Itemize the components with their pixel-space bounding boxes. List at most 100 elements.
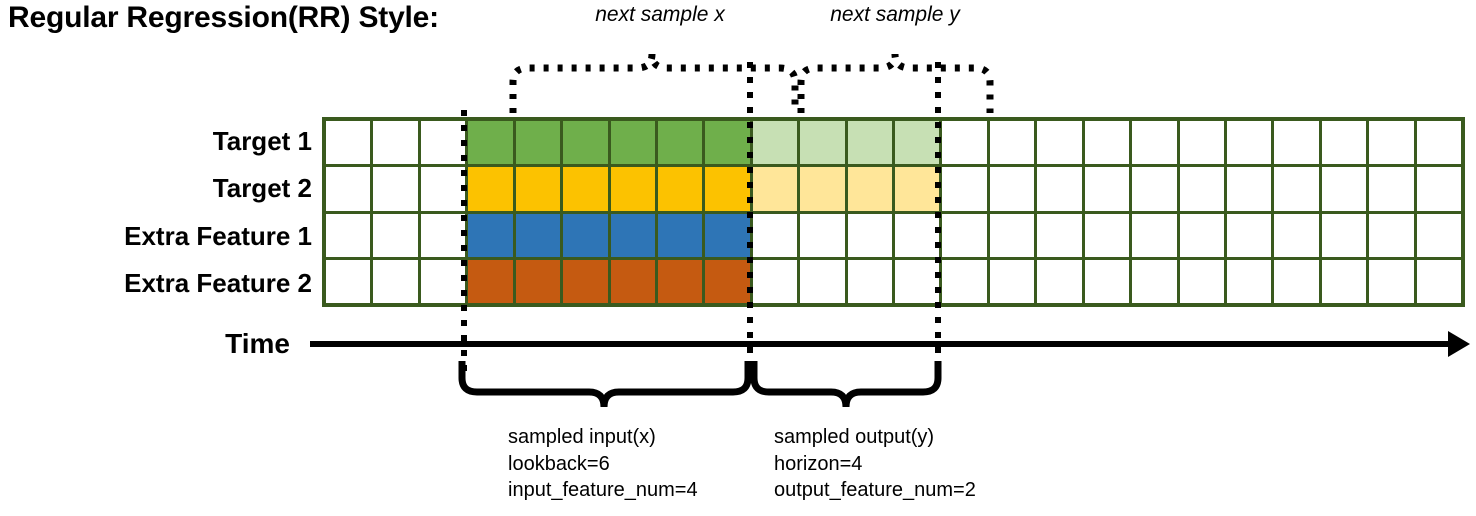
grid-cell	[942, 167, 987, 211]
grid-cell	[1416, 167, 1461, 211]
grid-cell	[326, 213, 371, 257]
grid-cell	[705, 167, 750, 211]
grid-cell	[468, 259, 513, 303]
grid-cell	[1321, 167, 1367, 211]
grid-cell	[1226, 213, 1272, 257]
grid-cell	[1274, 121, 1319, 165]
grid-cell	[895, 121, 940, 165]
grid-cell	[1321, 121, 1367, 165]
grid-cell	[1132, 259, 1177, 303]
grid-cell	[800, 167, 845, 211]
grid-cell	[1369, 121, 1414, 165]
grid-cell	[1416, 213, 1461, 257]
row-label-text: Extra Feature 2	[124, 268, 312, 299]
grid-cell	[1226, 121, 1272, 165]
grid-cell	[373, 121, 418, 165]
grid-cell	[610, 259, 655, 303]
grid-cell	[1037, 213, 1082, 257]
row-label-extra-feature-2: Extra Feature 2	[0, 260, 312, 308]
grid-cell	[420, 121, 466, 165]
grid-cell	[657, 167, 703, 211]
grid-cell	[515, 167, 561, 211]
grid-cell	[1084, 259, 1130, 303]
grid-cell	[1226, 167, 1272, 211]
grid-cell	[1084, 167, 1130, 211]
caption-sampled-input: sampled input(x) lookback=6 input_featur…	[508, 426, 698, 502]
grid-cell	[657, 121, 703, 165]
grid-cell	[657, 259, 703, 303]
grid-cell	[1369, 213, 1414, 257]
grid-cell	[1179, 167, 1224, 211]
time-axis-label: Time	[225, 328, 290, 359]
grid-cell	[752, 259, 798, 303]
grid-cell	[989, 167, 1035, 211]
grid-cell	[326, 121, 371, 165]
row-label-column: Target 1 Target 2 Extra Feature 1 Extra …	[0, 117, 312, 307]
grid-cell	[752, 167, 798, 211]
grid-cell	[1274, 167, 1319, 211]
brace-sampled-output	[750, 361, 942, 408]
grid-cell	[847, 121, 892, 165]
grid-cell	[373, 167, 418, 211]
grid-cell	[847, 213, 892, 257]
row-label-text: Target 2	[212, 173, 312, 204]
grid-cell	[942, 259, 987, 303]
grid-cell	[1179, 213, 1224, 257]
grid-cell	[610, 167, 655, 211]
grid-cell	[563, 213, 608, 257]
grid-cell	[752, 121, 798, 165]
grid-cell	[1369, 259, 1414, 303]
timeseries-grid	[322, 117, 1465, 307]
grid-cell	[420, 259, 466, 303]
grid-cell	[657, 213, 703, 257]
grid-cell	[1132, 213, 1177, 257]
grid-cell	[468, 167, 513, 211]
caption-sampled-output: sampled output(y) horizon=4 output_featu…	[774, 426, 976, 502]
right-arrow-icon	[1448, 331, 1470, 357]
grid-cell	[515, 259, 561, 303]
grid-cell	[563, 121, 608, 165]
grid-cell	[989, 213, 1035, 257]
grid-cell	[563, 259, 608, 303]
grid-cell	[1226, 259, 1272, 303]
grid-cell	[989, 121, 1035, 165]
grid-cell	[373, 259, 418, 303]
grid-cell	[1369, 167, 1414, 211]
grid-cell	[847, 259, 892, 303]
grid-cell	[326, 167, 371, 211]
row-label-target-2: Target 2	[0, 165, 312, 213]
grid-cell	[705, 259, 750, 303]
grid-cell	[1084, 121, 1130, 165]
annotation-next-sample-y: next sample y	[830, 3, 960, 26]
grid-cell	[1179, 121, 1224, 165]
row-label-text: Target 1	[212, 125, 312, 156]
grid-cell	[1416, 259, 1461, 303]
grid-cell	[942, 213, 987, 257]
grid-cell	[1321, 259, 1367, 303]
grid-cell	[895, 213, 940, 257]
grid-cell	[1274, 259, 1319, 303]
grid-cell	[800, 213, 845, 257]
grid-cell	[847, 167, 892, 211]
grid-cell	[610, 121, 655, 165]
grid-cell	[1274, 213, 1319, 257]
grid-cell	[468, 121, 513, 165]
grid-cell	[1416, 121, 1461, 165]
row-label-target-1: Target 1	[0, 117, 312, 165]
grid-cell	[420, 167, 466, 211]
grid-cell	[1132, 121, 1177, 165]
grid-cell	[989, 259, 1035, 303]
grid-cell	[468, 213, 513, 257]
grid-cell	[1321, 213, 1367, 257]
grid-cell	[1179, 259, 1224, 303]
grid-cell	[1084, 213, 1130, 257]
grid-cell	[420, 213, 466, 257]
grid-cell	[610, 213, 655, 257]
page-title: Regular Regression(RR) Style:	[8, 1, 439, 34]
grid-cell	[705, 213, 750, 257]
brace-next-sample-x	[509, 53, 799, 113]
brace-sampled-input	[458, 361, 752, 408]
grid-cell	[895, 167, 940, 211]
grid-cell	[563, 167, 608, 211]
